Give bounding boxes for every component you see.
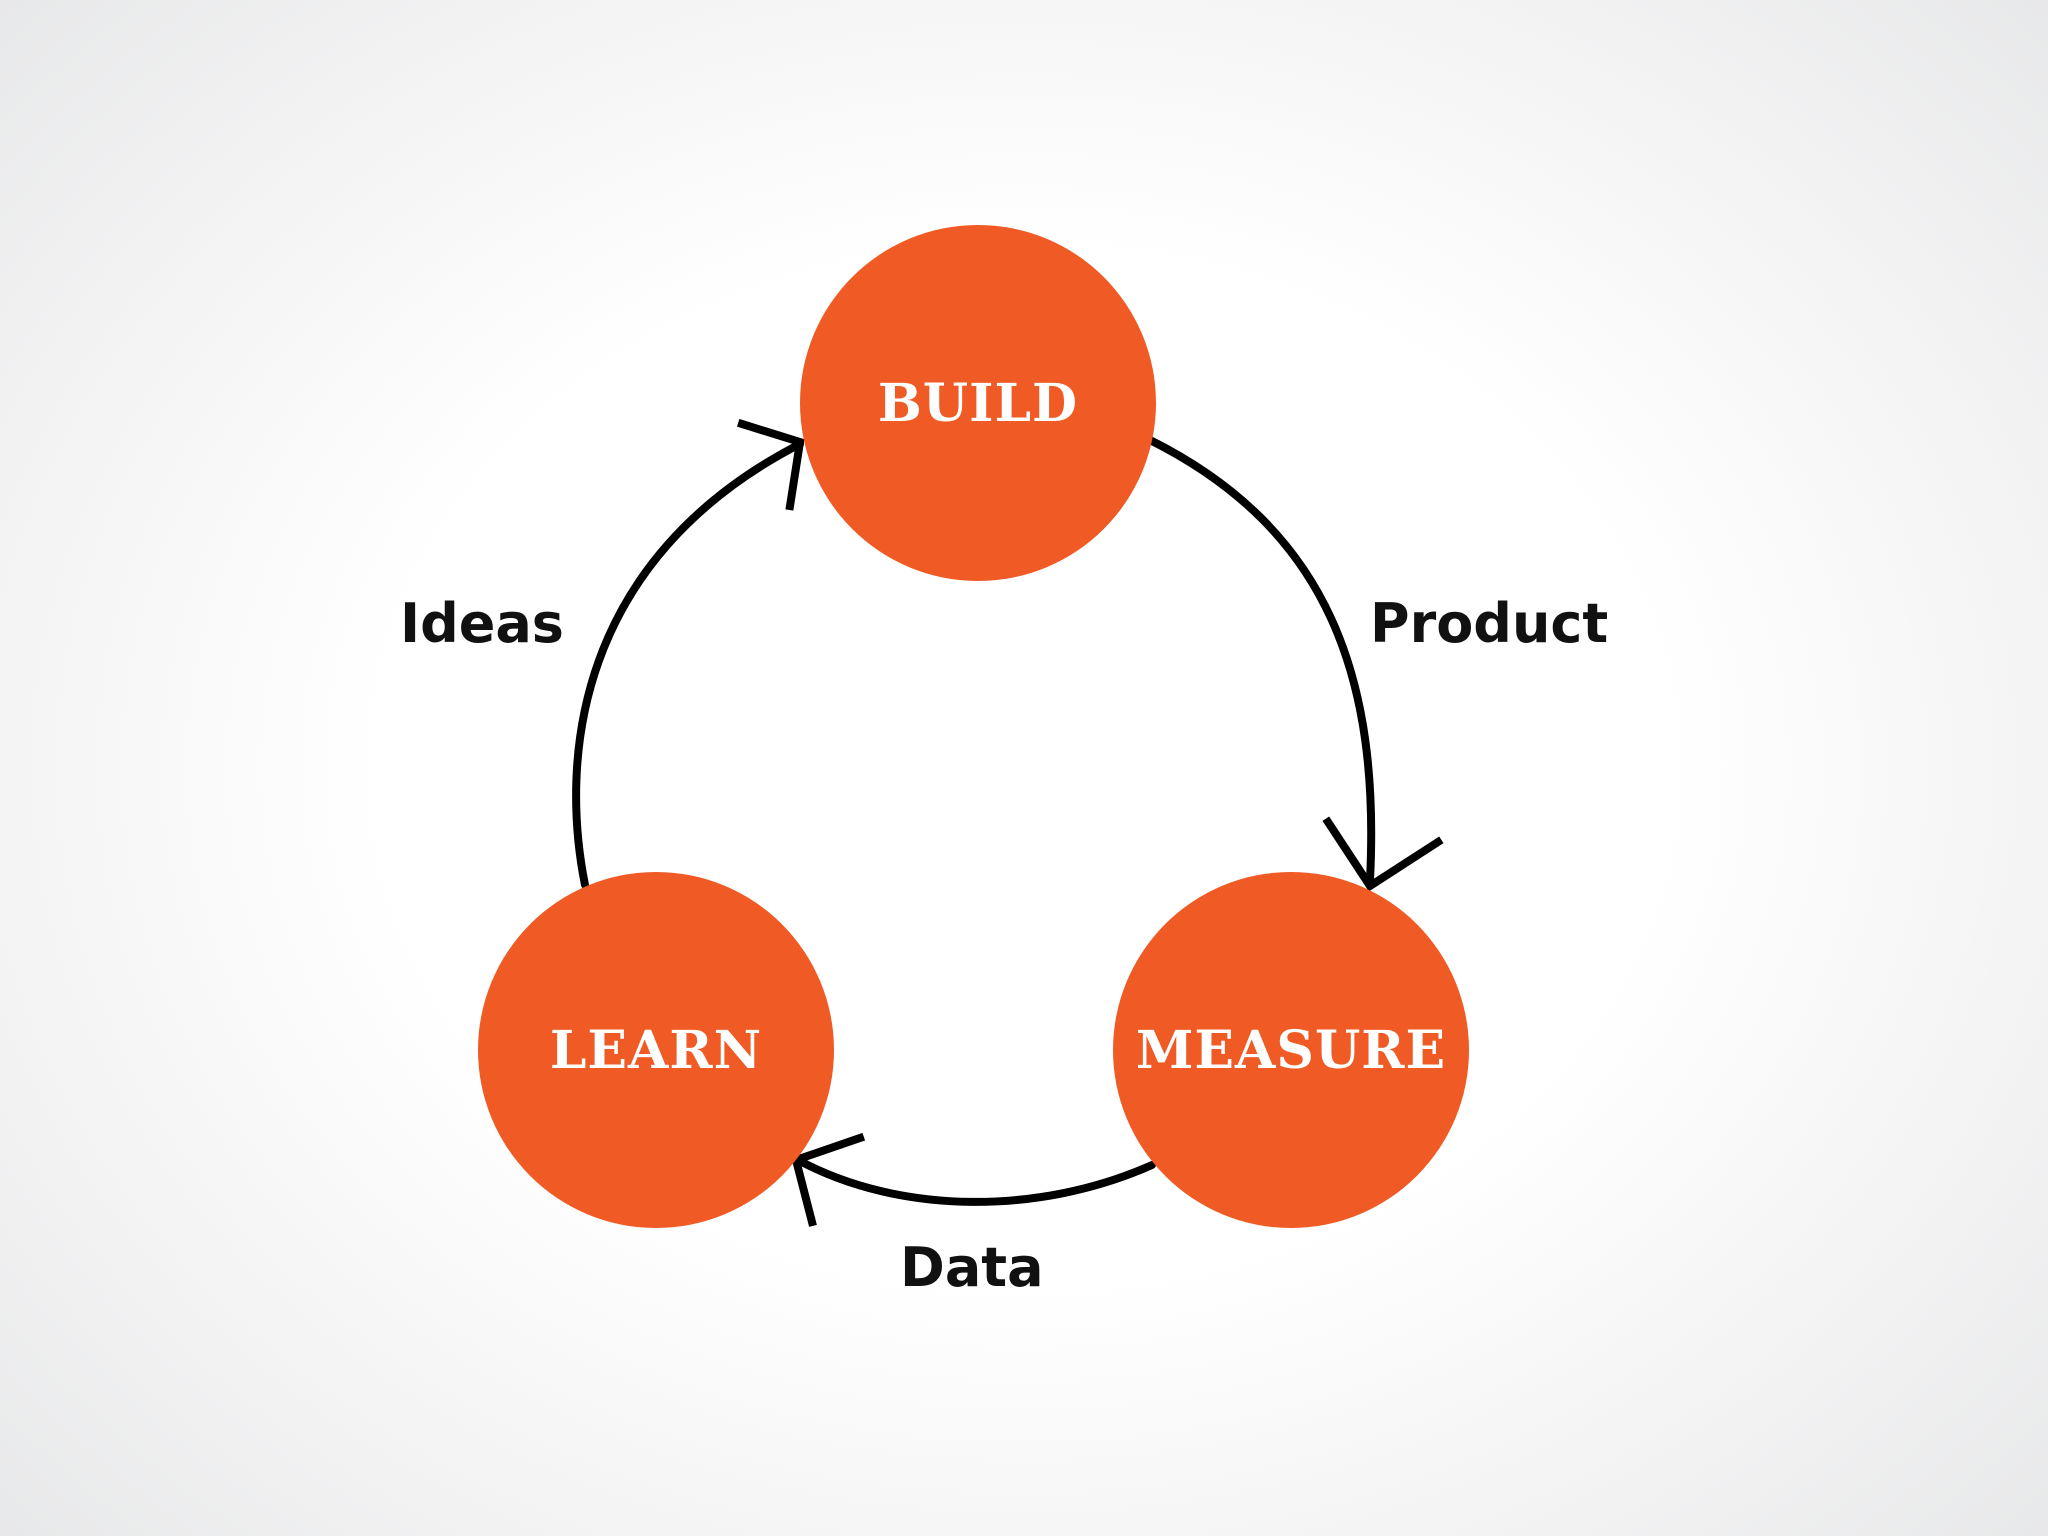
arrowhead-icon <box>791 1132 866 1227</box>
ideas-label: Ideas <box>400 592 564 655</box>
build-node-label: BUILD <box>877 372 1079 434</box>
learn-node-label: LEARN <box>549 1019 763 1081</box>
arrowhead-icon <box>736 418 805 511</box>
arc-build-to-measure <box>1146 436 1376 884</box>
measure-node-label: MEASURE <box>1135 1019 1447 1081</box>
arrowhead-icon <box>1322 816 1444 892</box>
measure-node: MEASURE <box>1113 872 1469 1228</box>
build-node: BUILD <box>800 225 1156 581</box>
data-label: Data <box>900 1236 1044 1299</box>
arc-measure-to-learn <box>794 1156 1156 1206</box>
learn-node: LEARN <box>478 872 834 1228</box>
product-label: Product <box>1370 592 1609 655</box>
arc-learn-to-build <box>572 440 804 889</box>
